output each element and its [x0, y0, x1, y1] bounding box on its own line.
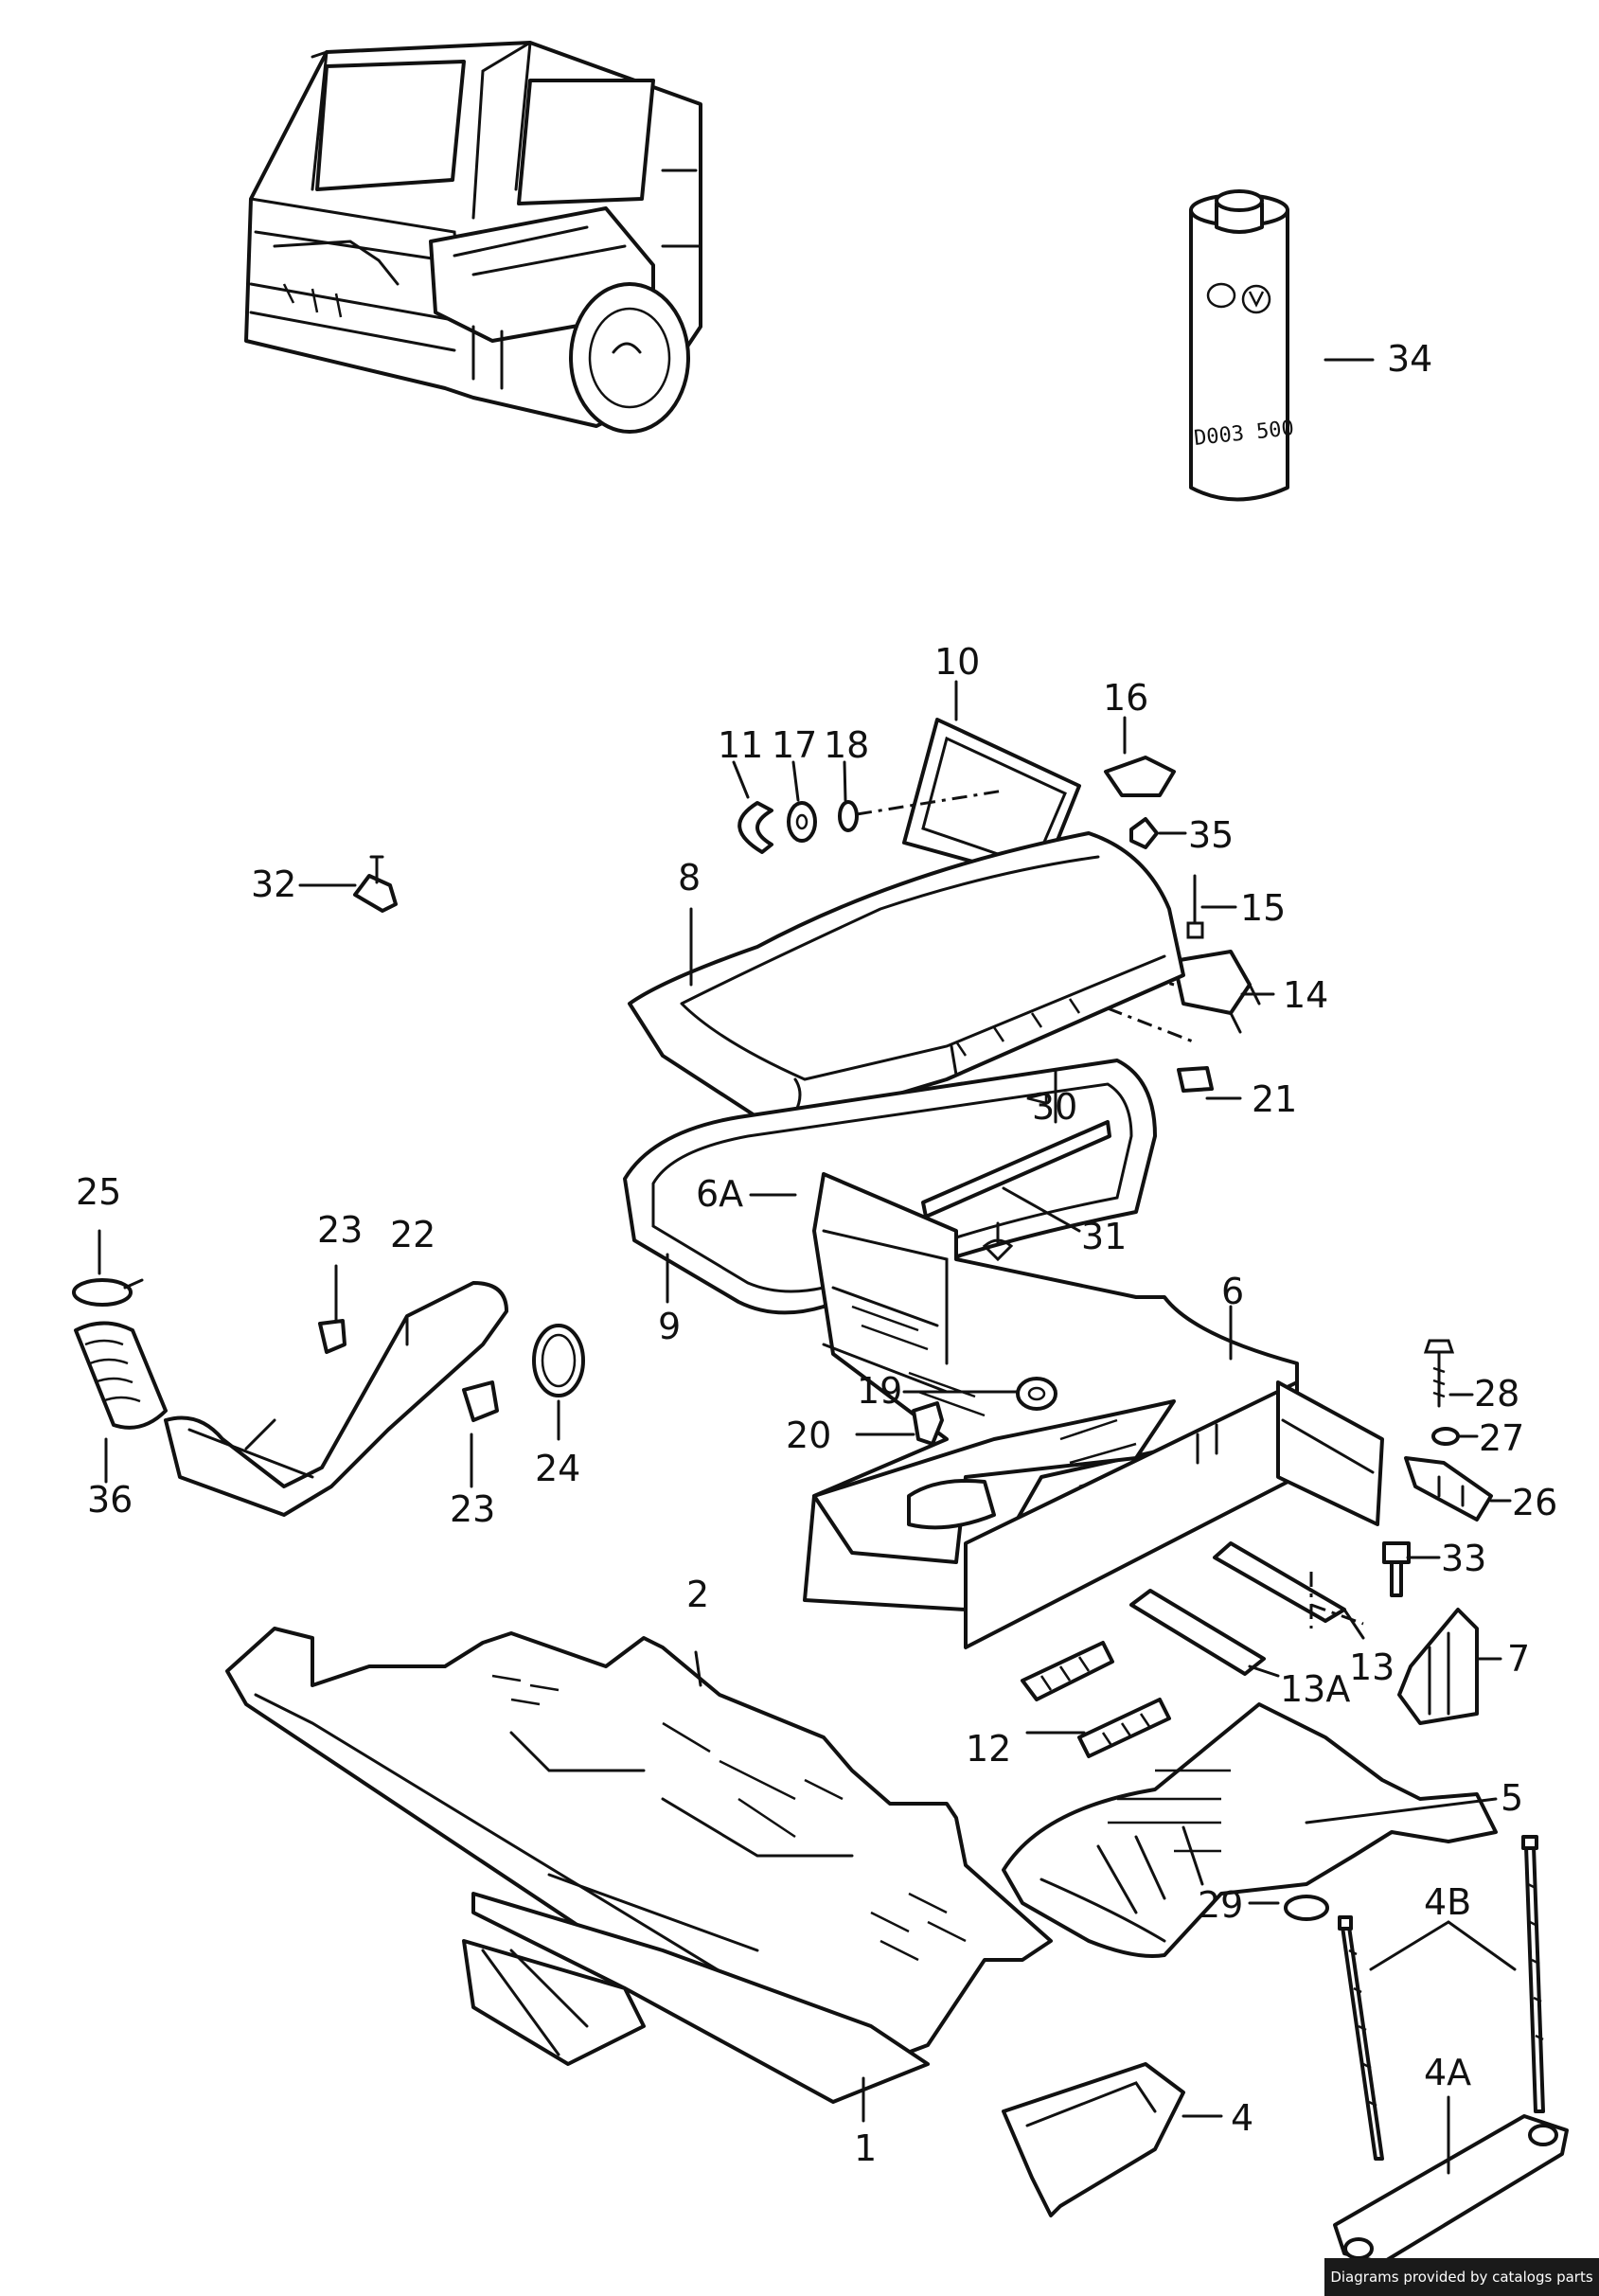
callout-4b: 4B [1424, 1881, 1472, 1923]
right-side-small-parts [1382, 1339, 1493, 1725]
part-8-engine-cover [628, 831, 1185, 1124]
callout-36: 36 [87, 1479, 133, 1521]
engine-hatch-hardware [737, 718, 1261, 1093]
callout-35: 35 [1188, 814, 1235, 856]
callout-4a: 4A [1424, 2052, 1472, 2093]
attribution-footer: Diagrams provided by catalogs parts [1324, 2258, 1599, 2296]
air-duct-assembly [72, 1278, 585, 1517]
callout-28: 28 [1474, 1373, 1520, 1415]
callout-22: 22 [390, 1214, 436, 1255]
callout-9: 9 [658, 1306, 682, 1347]
callout-20: 20 [786, 1415, 832, 1456]
callout-2: 2 [686, 1574, 710, 1615]
callout-12: 12 [966, 1728, 1012, 1770]
callout-23-top: 23 [317, 1209, 364, 1251]
callout-30: 30 [1032, 1086, 1078, 1128]
reinforcement-strips [1021, 1541, 1364, 1758]
callout-7: 7 [1507, 1638, 1531, 1680]
callout-17: 17 [772, 724, 818, 766]
callout-leader-lines [98, 358, 1517, 2175]
strips-and-fasteners [921, 1120, 1111, 1262]
part-29-grommet [1284, 1895, 1329, 1921]
callout-18: 18 [824, 724, 870, 766]
callout-13a: 13A [1280, 1668, 1351, 1710]
callout-10: 10 [934, 641, 981, 683]
touch-up-paint-bottle: D003 500 [1189, 189, 1295, 502]
callout-13: 13 [1349, 1646, 1395, 1688]
part-4-side-panel [1002, 2062, 1185, 2217]
truck-cab-illustration [244, 41, 702, 434]
part-1-front-panel [462, 1892, 930, 2104]
callout-21: 21 [1252, 1078, 1298, 1120]
clips-19-20 [912, 1377, 1057, 1446]
callout-25: 25 [76, 1171, 122, 1213]
callout-15: 15 [1240, 887, 1287, 929]
callout-32: 32 [251, 863, 297, 905]
part-4b-struts [1338, 1835, 1545, 2161]
callout-33: 33 [1441, 1538, 1487, 1579]
callout-19: 19 [857, 1370, 903, 1412]
part-2-floor-pan [225, 1627, 1053, 2075]
part-5-rear-floor-section [1002, 1702, 1498, 1958]
callout-24: 24 [535, 1448, 581, 1489]
callout-11: 11 [718, 724, 764, 766]
part-4a-bracket [1333, 2114, 1569, 2265]
callout-26: 26 [1512, 1482, 1558, 1523]
callout-4: 4 [1231, 2097, 1254, 2139]
callout-27: 27 [1479, 1417, 1525, 1459]
callout-6a: 6A [696, 1173, 744, 1215]
callout-31: 31 [1081, 1216, 1128, 1257]
callout-8: 8 [678, 857, 702, 899]
callout-23-bottom: 23 [450, 1488, 496, 1530]
callout-16: 16 [1103, 677, 1149, 719]
callout-29: 29 [1198, 1884, 1244, 1926]
part-9-seal-frame [623, 1059, 1157, 1315]
part-32-bracket [353, 855, 398, 913]
callout-6: 6 [1221, 1271, 1245, 1312]
callout-1: 1 [854, 2127, 878, 2169]
callout-14: 14 [1283, 974, 1329, 1016]
callout-34: 34 [1387, 338, 1433, 380]
callout-5: 5 [1501, 1777, 1524, 1819]
